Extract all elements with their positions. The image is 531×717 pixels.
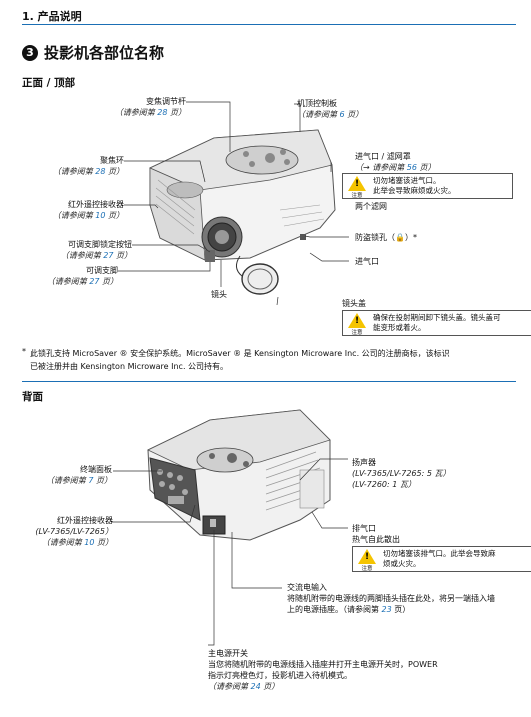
section-rule bbox=[22, 381, 516, 382]
exhaust-label: 排气口 热气自此散出 bbox=[352, 524, 400, 544]
two-filters-label: 两个滤网 bbox=[355, 202, 387, 211]
zoom-lever-label: 变焦调节杆 （请参阅第 28 页） bbox=[114, 97, 186, 117]
main-power-switch-label: 主电源开关 当您将随机附带的电源线插入插座并打开主电源开关时，POWER 指示灯… bbox=[208, 649, 438, 691]
front-intake-label: 进气口 bbox=[355, 257, 379, 266]
footnote-star: * bbox=[22, 347, 26, 356]
section-title-text: 投影机各部位名称 bbox=[44, 44, 165, 62]
rear-ir-receiver-label: 红外遥控接收器 (LV-7365/LV-7265） （请参阅第 10 页） bbox=[35, 516, 113, 547]
chapter-header: 1. 产品说明 bbox=[22, 10, 82, 23]
warning-icon: !注意 bbox=[346, 176, 368, 201]
tilt-lock-button-label: 可调支脚锁定按钮 （请参阅第 27 页） bbox=[60, 240, 132, 260]
lens-label: 镜头 bbox=[211, 290, 227, 299]
front-projector-illustration bbox=[149, 129, 336, 295]
ac-input-label: 交流电输入 将随机附带的电源线的两脚插头插在此处，将另一端插入墙 上的电源插座。… bbox=[287, 583, 495, 614]
security-footnote: 此锁孔支持 MicroSaver ® 安全保护系统。MicroSaver ® 是… bbox=[30, 349, 450, 371]
section-number-badge: 3 bbox=[22, 44, 38, 61]
section-title: 3 投影机各部位名称 bbox=[22, 42, 164, 63]
front-heading: 正面 / 顶部 bbox=[22, 77, 76, 89]
speaker-label: 扬声器 (LV-7365/LV-7265: 5 瓦） (LV-7260: 1 瓦… bbox=[352, 458, 451, 489]
warning-icon: !注意 bbox=[346, 313, 368, 338]
security-slot-label: 防盗锁孔（🔒）* bbox=[355, 233, 417, 242]
lock-icon: 🔒 bbox=[395, 233, 405, 242]
exhaust-warning: !注意 切勿堵塞该排气口。此举会导致麻 烦或火灾。 bbox=[352, 546, 531, 572]
focus-ring-label: 聚焦环 （请参阅第 28 页） bbox=[52, 156, 124, 176]
intake-warning: !注意 切勿堵塞该进气口。 此举会导致麻烦或火灾。 bbox=[342, 173, 513, 199]
tilt-foot-label: 可调支脚 （请参阅第 27 页） bbox=[46, 266, 118, 286]
front-ir-receiver-label: 红外遥控接收器 （请参阅第 10 页） bbox=[52, 200, 124, 220]
header-rule bbox=[22, 24, 516, 25]
rear-heading: 背面 bbox=[22, 391, 43, 403]
lens-cap-label: 镜头盖 bbox=[342, 299, 366, 308]
rear-projector-illustration bbox=[147, 409, 331, 541]
warning-icon: !注意 bbox=[356, 549, 378, 574]
intake-filter-label: 进气口 / 滤网罩 （→ 请参阅第 56 页） bbox=[355, 152, 436, 172]
lens-cap-warning: !注意 确保在投射期间卸下镜头盖。镜头盖可 能变形或着火。 bbox=[342, 310, 531, 336]
top-panel-label: 机顶控制板 （请参阅第 6 页） bbox=[297, 99, 364, 119]
terminal-panel-label: 终端面板 （请参阅第 7 页） bbox=[45, 465, 112, 485]
